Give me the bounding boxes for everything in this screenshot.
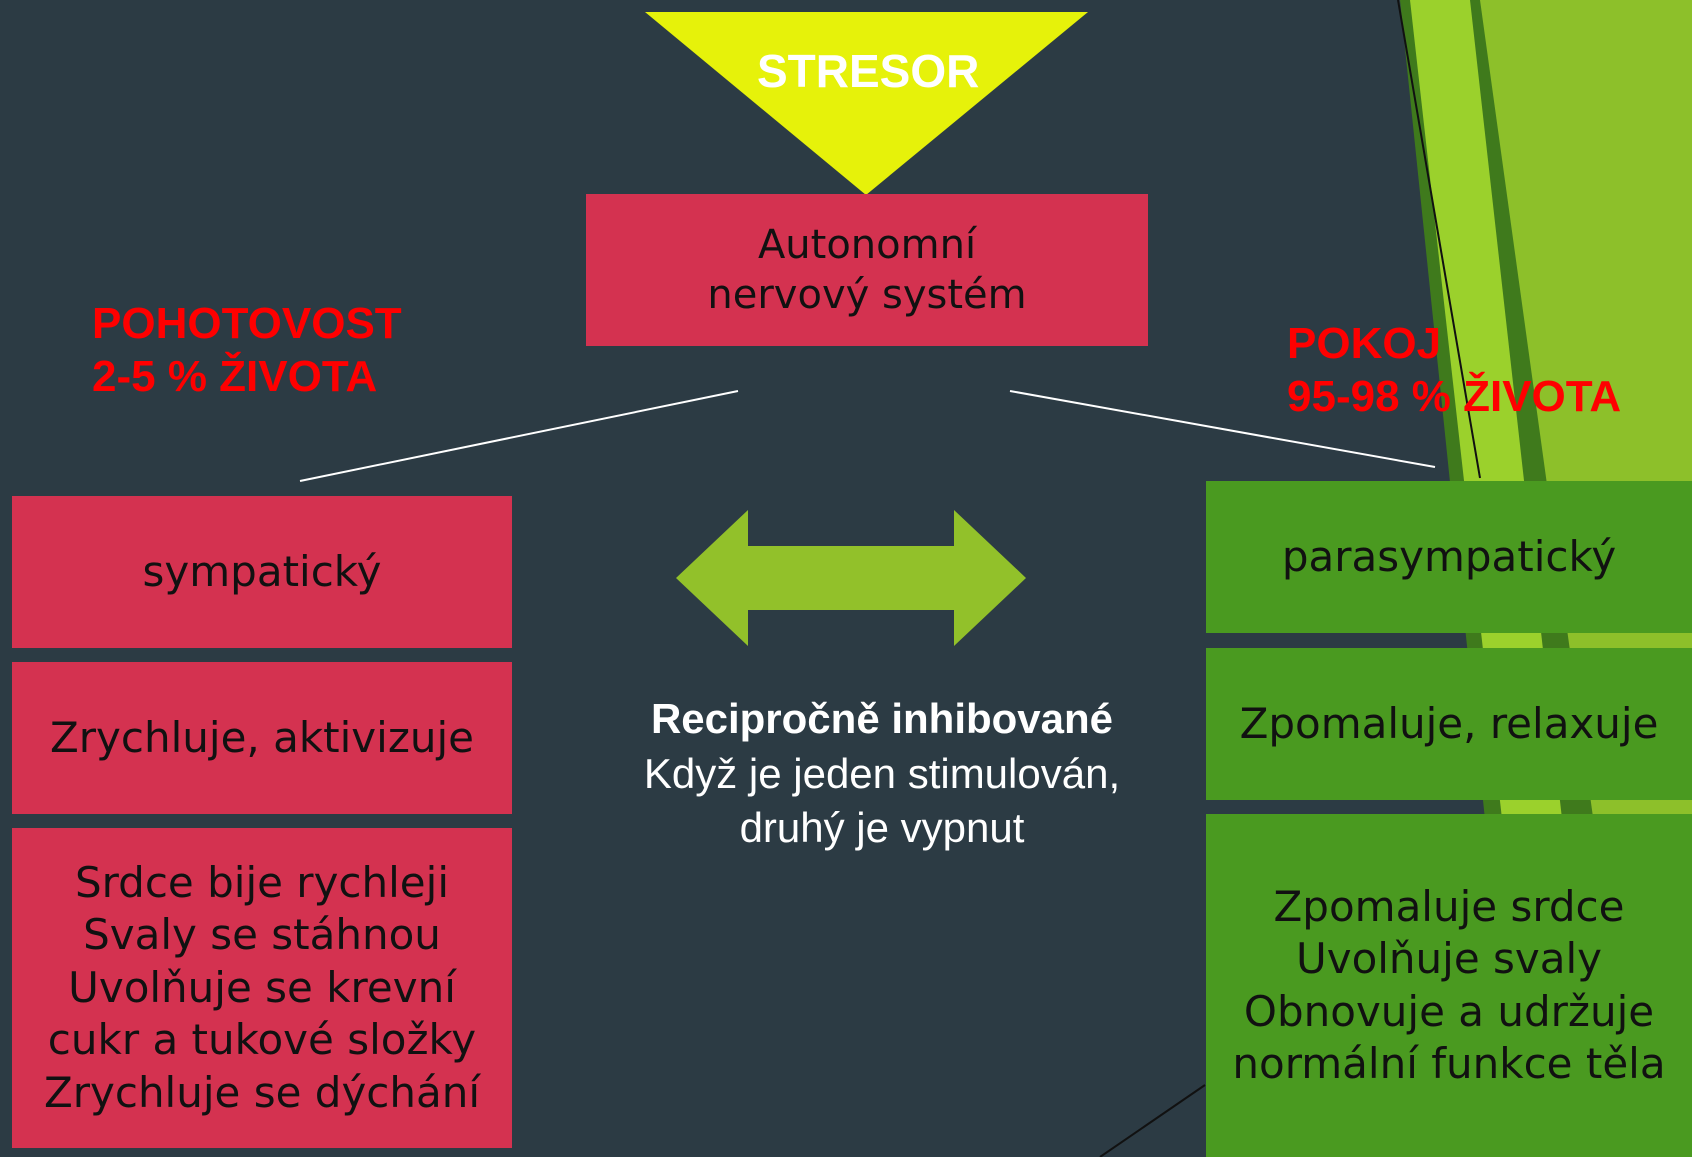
- sympathetic-effects-box: Srdce bije rychleji Svaly se stáhnou Uvo…: [12, 828, 512, 1148]
- reciprocal-description: Když je jeden stimulován, druhý je vypnu…: [643, 749, 1121, 852]
- reciprocal-double-arrow: [676, 510, 1026, 646]
- connector-left-line: [299, 390, 739, 482]
- stressor-triangle: [645, 12, 1088, 195]
- sympathetic-title-box: sympatický: [12, 496, 512, 648]
- right-heading-line2: 95-98 % ŽIVOTA: [1287, 371, 1622, 421]
- autonomic-nervous-system-box: Autonomní nervový systém: [586, 194, 1148, 346]
- deco-line: [1397, 0, 1481, 479]
- sympathetic-summary-box: Zrychluje, aktivizuje: [12, 662, 512, 814]
- reciprocal-title: Recipročně inhibované: [650, 695, 1114, 742]
- left-heading-line1: POHOTOVOST: [92, 299, 402, 348]
- right-heading-line1: POKOJ: [1287, 319, 1442, 368]
- connector-right-line: [1009, 390, 1436, 468]
- right-heading: POKOJ 95-98 % ŽIVOTA: [1287, 318, 1621, 424]
- parasympathetic-title-box: parasympatický: [1206, 481, 1692, 633]
- stressor-label: STRESOR: [757, 45, 980, 97]
- left-heading: POHOTOVOST 2-5 % ŽIVOTA: [92, 298, 402, 404]
- left-heading-line2: 2-5 % ŽIVOTA: [92, 351, 378, 401]
- reciprocal-text-block: Recipročně inhibované Když je jeden stim…: [582, 692, 1182, 856]
- parasympathetic-effects-box: Zpomaluje srdce Uvolňuje svaly Obnovuje …: [1206, 814, 1692, 1157]
- deco-line-bottom: [1099, 1084, 1206, 1157]
- parasympathetic-summary-box: Zpomaluje, relaxuje: [1206, 648, 1692, 800]
